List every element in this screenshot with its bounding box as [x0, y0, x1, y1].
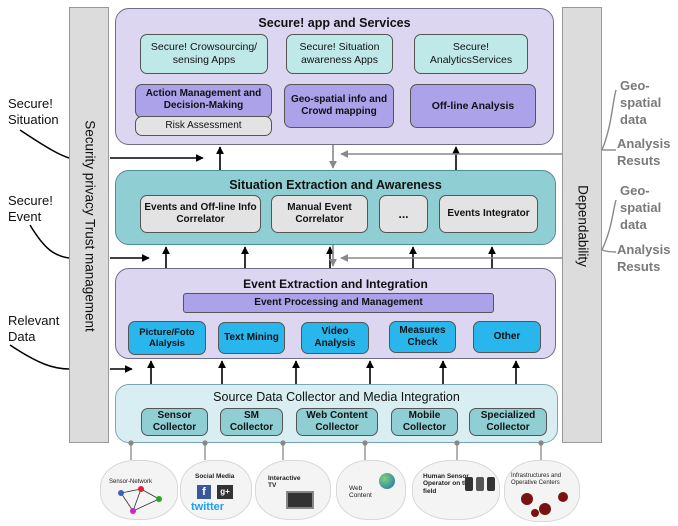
curve-dependability-geo2 — [601, 199, 617, 251]
secure-situation-label: Secure! Situation — [8, 96, 59, 128]
source-collector-title: Source Data Collector and Media Integrat… — [213, 390, 460, 404]
secure-event-label: Secure! Event — [8, 193, 53, 225]
event-processing-box: Event Processing and Management — [183, 293, 494, 313]
security-privacy-trust-bar: Security privacy Trust management — [69, 7, 109, 443]
relevant-data-label: Relevant Data — [8, 313, 60, 345]
analysis-results-label-2: Analysis Resuts — [617, 242, 671, 274]
risk-assessment-box: Risk Assessment — [135, 116, 272, 136]
specialized-collector-box: Specialized Collector — [469, 408, 547, 436]
sensor-collector-box: Sensor Collector — [141, 408, 208, 436]
video-analysis-box: Video Analysis — [301, 322, 369, 354]
mobile-device-icon-2 — [476, 477, 484, 491]
google-plus-icon: g+ — [217, 485, 233, 499]
text-mining-box: Text Mining — [218, 322, 285, 354]
interactive-tv-cloud: Interactive TV — [255, 460, 331, 520]
web-content-cloud: Web Content — [336, 460, 406, 520]
situation-awareness-apps-box: Secure! Situation awareness Apps — [286, 34, 393, 74]
web-content-label: Web Content — [349, 485, 372, 500]
picture-analysis-box: Picture/Foto Alalysis — [128, 321, 206, 355]
situation-extraction-title: Situation Extraction and Awareness — [229, 178, 442, 192]
events-offline-correlator-box: Events and Off-line Info Correlator — [140, 195, 261, 233]
tv-icon — [286, 491, 314, 509]
infrastructures-cloud: Infrastructures and Operative Centers — [504, 460, 580, 522]
apps-services-title: Secure! app and Services — [258, 16, 411, 30]
dependability-bar: Dependability — [562, 7, 602, 443]
infrastructures-label: Infrastructures and Operative Centers — [511, 473, 562, 486]
events-integrator-box: Events Integrator — [439, 195, 538, 233]
offline-analysis-box: Off-line Analysis — [410, 84, 536, 128]
facebook-icon: f — [197, 485, 211, 499]
social-media-label: Social Media — [195, 473, 235, 480]
action-management-box: Action Management and Decision-Making — [135, 84, 272, 118]
sensor-network-cloud: Sensor-Network — [100, 460, 178, 520]
human-sensor-cloud: Human Sensor Operator on the field — [412, 460, 500, 520]
curve-event-input — [29, 224, 70, 259]
geo-spatial-data-label-1: Geo- spatial data — [620, 78, 662, 127]
mobile-device-icon-1 — [465, 477, 473, 491]
ellipsis-box: ... — [379, 195, 428, 233]
sensor-network-label: Sensor-Network — [109, 479, 153, 485]
analysis-results-label-1: Analysis Resuts — [617, 136, 671, 168]
twitter-icon: twitter — [191, 501, 224, 513]
sensor-network-graph-icon — [118, 486, 162, 514]
web-content-collector-box: Web Content Collector — [296, 408, 378, 436]
geo-spatial-crowd-box: Geo-spatial info and Crowd mapping — [284, 84, 394, 128]
mobile-collector-box: Mobile Collector — [391, 408, 458, 436]
analytics-services-box: Secure! AnalyticsServices — [414, 34, 528, 74]
sm-collector-box: SM Collector — [220, 408, 283, 436]
crowdsourcing-apps-box: Secure! Crowsourcing/ sensing Apps — [140, 34, 268, 74]
event-extraction-title: Event Extraction and Integration — [243, 277, 428, 291]
infrastructure-nodes-icon — [521, 492, 568, 517]
other-box: Other — [473, 321, 541, 353]
curve-dependability-analysis2 — [601, 249, 617, 253]
interactive-tv-label: Interactive TV — [268, 475, 301, 490]
social-media-cloud: Social Media f g+ twitter — [180, 460, 252, 520]
curve-relevant-input — [9, 344, 70, 370]
mobile-device-icon-3 — [487, 477, 495, 491]
curve-dependability-geo1 — [601, 89, 617, 151]
globe-icon — [379, 473, 395, 489]
geo-spatial-data-label-2: Geo- spatial data — [620, 183, 662, 232]
curve-situation-input — [19, 129, 70, 159]
measures-check-box: Measures Check — [389, 321, 456, 353]
manual-event-correlator-box: Manual Event Correlator — [271, 195, 368, 233]
human-sensor-label: Human Sensor Operator on the field — [423, 473, 472, 495]
